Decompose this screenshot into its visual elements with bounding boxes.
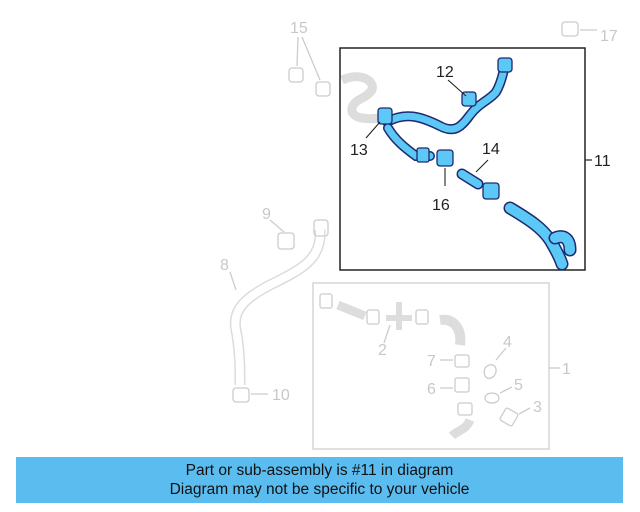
part-11-hoses [382,61,577,271]
callout-2: 2 [378,342,387,359]
callout-13: 13 [350,142,368,159]
part-9-clip [269,219,295,250]
callout-6: 6 [427,381,436,398]
banner-line-2: Diagram may not be specific to your vehi… [169,481,470,498]
callout-4: 4 [503,334,512,351]
banner-line-1: Part or sub-assembly is #11 in diagram [185,462,454,479]
part-11-clamps [377,57,513,200]
callout-8: 8 [220,257,229,274]
callout-1: 1 [562,361,571,378]
parts-diagram: 15 17 9 8 10 2 1 7 6 4 5 3 11 [220,20,618,450]
part-8-hose [229,229,326,386]
faded-upper-hose [340,72,381,124]
info-banner: Part or sub-assembly is #11 in diagram D… [16,457,623,503]
part-15-clips [288,67,331,97]
part-1-frame [312,282,550,450]
part-17-clip [561,21,597,37]
callout-17: 17 [600,28,618,45]
faded-parts [229,21,597,450]
callout-5: 5 [514,377,523,394]
callout-15: 15 [290,20,308,37]
callout-11: 11 [594,153,611,170]
callout-10: 10 [272,387,290,404]
callout-9: 9 [262,206,271,223]
callout-7: 7 [427,353,436,370]
callout-3: 3 [533,399,542,416]
callout-12: 12 [436,64,454,81]
callout-16: 16 [432,197,450,214]
part-11-frame [339,47,586,271]
callout-14: 14 [482,141,500,158]
